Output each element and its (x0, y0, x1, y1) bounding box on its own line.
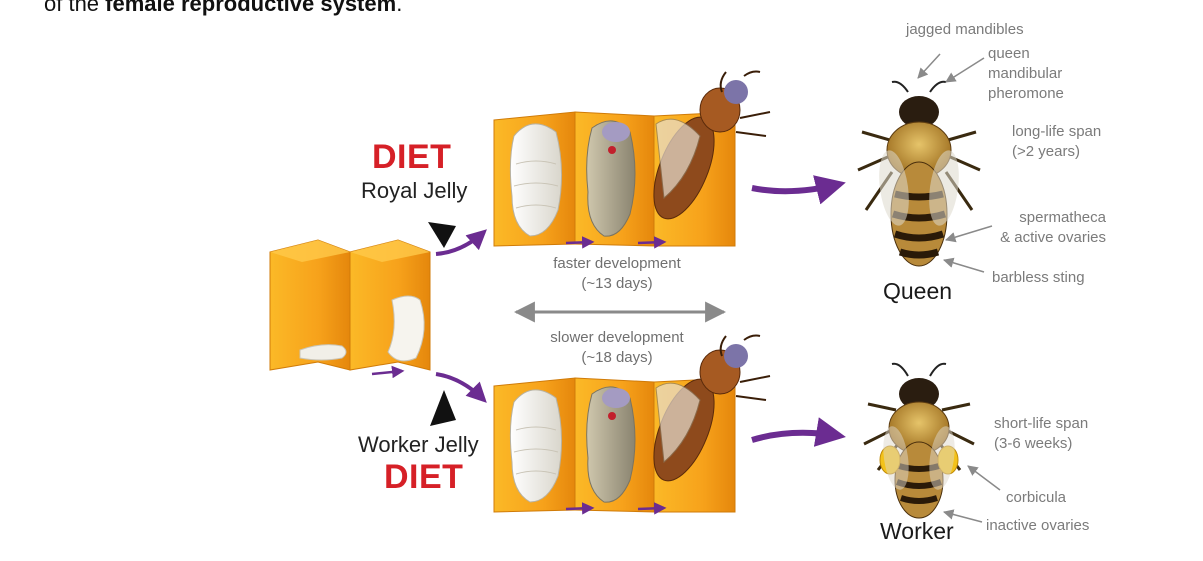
slower-line-1: slower development (550, 329, 684, 346)
queen-caption: Queen (883, 278, 953, 304)
fragment-suffix: . (396, 0, 403, 16)
barbless-sting-label: barbless sting (992, 269, 1085, 286)
worker-diet-label: DIET (384, 458, 464, 496)
worker-caption: Worker (880, 518, 954, 544)
emerging-queen-icon (653, 70, 771, 220)
faster-line-2: (~13 days) (581, 275, 653, 292)
worker-lifespan-line-1: short-life span (994, 415, 1089, 432)
worker-development-cells (493, 334, 771, 515)
worker-lifespan-label: short-life span (3-6 weeks) (994, 414, 1088, 454)
pheromone-line-3: pheromone (988, 85, 1064, 102)
prepupa-icon (509, 123, 563, 237)
queen-lifespan-line-2: (>2 years) (1012, 143, 1080, 160)
fragment-prefix: of the (44, 0, 106, 16)
faster-line-1: faster development (553, 255, 681, 272)
queen-lifespan-line-1: long-life span (1012, 123, 1102, 140)
corbicula-pointer (967, 465, 1001, 491)
royal-branch-arrow (435, 229, 487, 256)
worker-branch-arrow (435, 372, 487, 403)
queen-lifespan-label: long-life span (>2 years) (1012, 122, 1101, 162)
worker-prepupa-icon (509, 389, 563, 503)
slower-development-label: slower development (~18 days) (532, 328, 702, 368)
spermatheca-pointer (944, 225, 993, 243)
pheromone-line-2: mandibular (988, 65, 1063, 82)
royal-diet-label: DIET (372, 138, 452, 176)
mandibles-pointer (917, 53, 941, 79)
spermatheca-label: spermatheca & active ovaries (994, 208, 1106, 248)
corbicula-label: corbicula (1006, 489, 1067, 506)
pheromone-pointer (945, 57, 985, 83)
emerging-worker-icon (653, 334, 771, 482)
fragment-bold: female reproductive system (105, 0, 397, 16)
worker-pointer-icon (430, 390, 456, 426)
worker-jelly-label: Worker Jelly (358, 432, 479, 457)
worker-lifespan-line-2: (3-6 weeks) (994, 435, 1073, 452)
sting-pointer (942, 257, 985, 273)
queen-development-cells (493, 70, 771, 249)
slower-line-2: (~18 days) (581, 349, 653, 366)
inactive-ovaries-pointer (942, 509, 983, 523)
queen-result-arrow (751, 175, 846, 205)
top-text-fragment: of the female reproductive system. (44, 0, 402, 17)
pheromone-label: queen mandibular pheromone (988, 44, 1064, 104)
queen-bee-icon (857, 80, 981, 267)
young-larva-icon (299, 344, 347, 361)
spermatheca-line-2: & active ovaries (1000, 229, 1106, 246)
royal-jelly-label: Royal Jelly (361, 178, 468, 203)
royal-pointer-icon (428, 222, 456, 248)
worker-bee-icon (863, 362, 975, 519)
pheromone-line-1: queen (988, 45, 1030, 62)
faster-development-label: faster development (~13 days) (538, 254, 696, 294)
spermatheca-line-1: spermatheca (1019, 209, 1106, 226)
jagged-mandibles-label: jagged mandibles (906, 21, 1024, 38)
worker-result-arrow (751, 417, 846, 447)
larva-icon (387, 295, 425, 362)
inactive-ovaries-label: inactive ovaries (986, 517, 1090, 534)
larva-cells (269, 239, 431, 379)
